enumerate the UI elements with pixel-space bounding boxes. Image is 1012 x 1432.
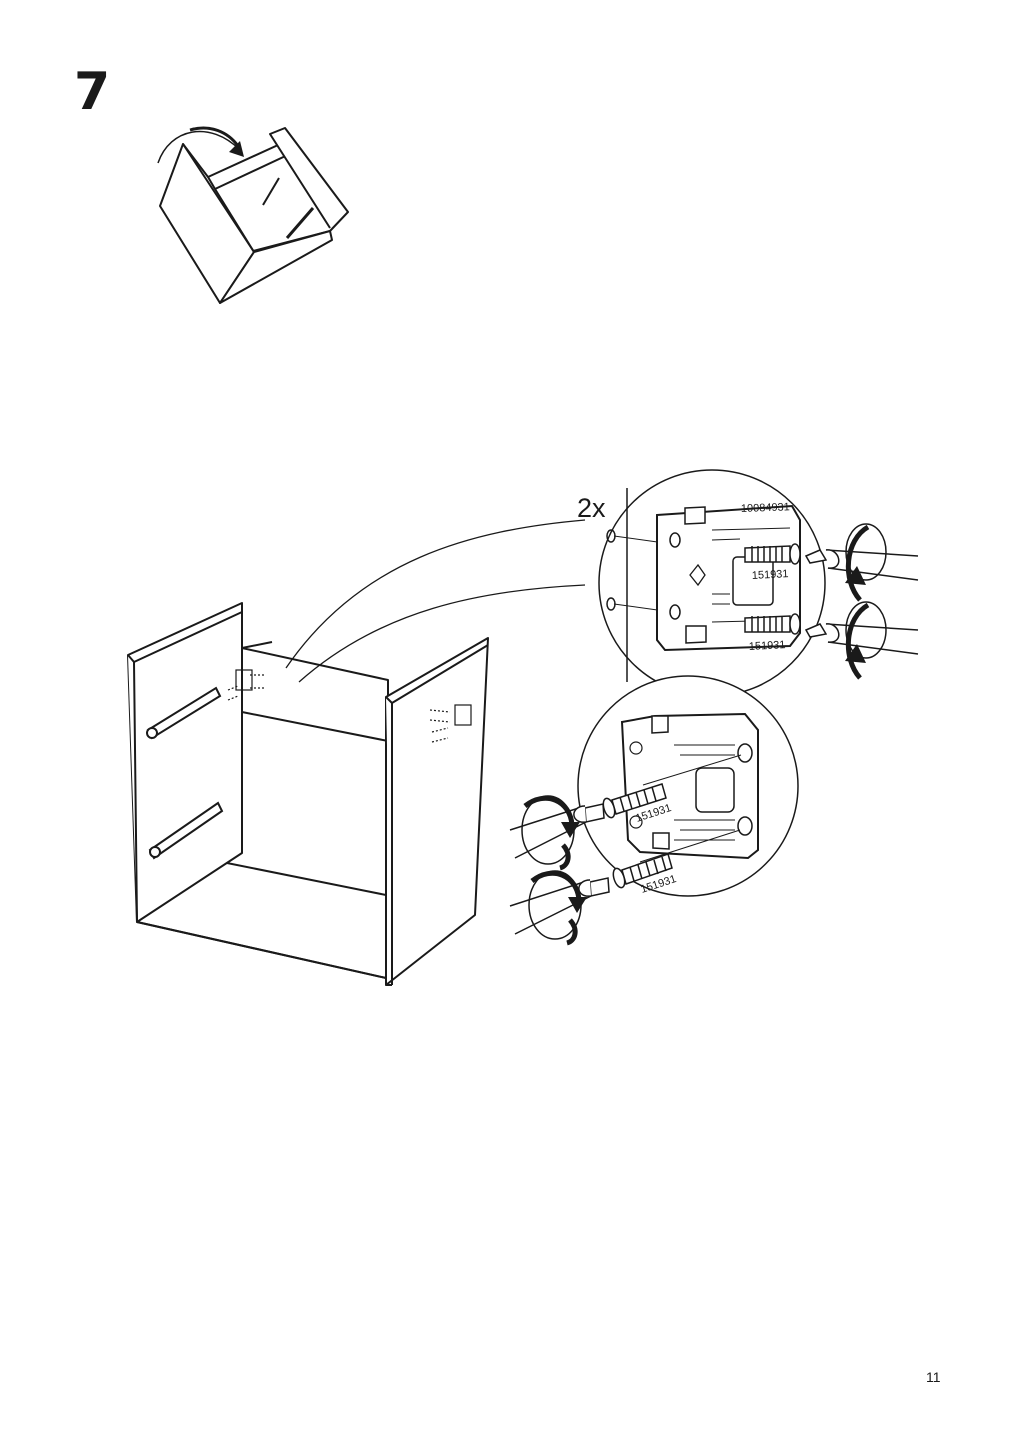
rotate-arrow-icon <box>845 601 887 680</box>
drawer-runner-lower <box>148 801 224 860</box>
rotate-arrow-icon <box>528 870 587 946</box>
rotate-arrow-icon <box>845 523 887 602</box>
detail-circle-top <box>598 469 826 697</box>
screw-icon <box>744 613 801 635</box>
quantity-label: 2x <box>577 493 606 523</box>
rotate-arrow-icon <box>521 795 580 871</box>
flip-cabinet-thumbnail <box>159 127 349 304</box>
leader-line-top <box>285 519 586 683</box>
curved-arrow-icon <box>157 126 244 164</box>
detail-circle-bottom <box>577 675 799 897</box>
screw-part-number: 151931 <box>749 639 786 653</box>
screwdriver-icon <box>804 623 919 655</box>
screw-icon <box>612 853 673 889</box>
bracket-part-number: 10084931 <box>741 501 790 515</box>
small-bracket-right <box>429 704 472 743</box>
page-number: 11 <box>926 1369 941 1385</box>
screwdriver-icon <box>804 549 919 581</box>
screwdriver-icon <box>509 877 610 935</box>
drawer-runner-upper <box>146 686 222 740</box>
screw-icon <box>602 783 667 819</box>
small-bracket-left <box>227 669 264 701</box>
cabinet-frame <box>127 602 489 986</box>
screw-icon <box>744 543 801 565</box>
step-number: 7 <box>74 62 111 122</box>
screw-part-number: 151931 <box>752 568 789 582</box>
